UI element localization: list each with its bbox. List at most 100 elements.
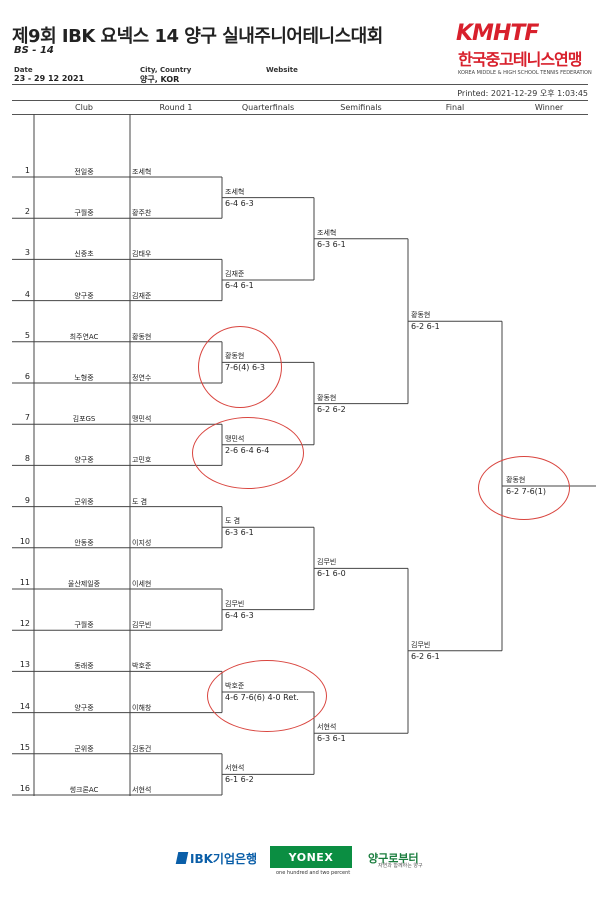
winner-name: 김재준 [225,270,245,278]
player-name: 김재준 [132,291,152,300]
seed-number: 11 [19,578,30,587]
header-divider [12,84,588,85]
player-name: 김동건 [132,744,152,753]
date-label: Date [14,66,33,74]
yanggu-tagline: 자연과 함께하는 양구 [378,863,423,869]
club-name: 양구중 [74,456,94,465]
tournament-title: 제9회 IBK 요넥스 14 양구 실내주니어테니스대회 [12,26,383,47]
match-score: 6-3 6-1 [317,239,346,249]
ibk-logo: IBK기업은행 [175,846,258,870]
logo-korean: 한국중고테니스연맹 [458,50,582,69]
column-header-top-rule [12,100,588,101]
annotation-circle [198,326,282,408]
winner-name: 황동현 [317,393,337,402]
yonex-tagline: one hundred and two percent [276,870,351,876]
logo-english: KOREA MIDDLE & HIGH SCHOOL TENNIS FEDERA… [458,70,592,76]
event-code: BS - 14 [14,45,54,56]
col-quarterfinals: Quarterfinals [241,103,295,112]
player-name: 이지성 [132,538,152,547]
match-score: 6-3 6-1 [317,734,346,744]
date-value: 23 - 29 12 2021 [14,74,85,83]
player-name: 서현석 [132,786,152,794]
col-round1: Round 1 [159,103,193,112]
match-score: 6-2 6-1 [411,651,440,661]
annotation-circle [192,417,304,489]
ibk-mark-icon [175,852,189,864]
club-name: 노형중 [74,374,94,382]
player-name: 이해창 [132,703,152,712]
club-name: 구월중 [74,621,94,630]
match-score: 6-4 6-1 [225,281,254,290]
club-name: 군위중 [74,497,94,506]
seed-number: 2 [24,207,30,217]
match-score: 6-1 6-2 [225,775,254,785]
seed-number: 6 [24,372,30,381]
seed-number: 12 [19,619,30,629]
annotation-circle [478,456,570,520]
match-score: 6-2 6-2 [317,404,346,414]
player-name: 조세혁 [132,168,152,176]
player-name: 맹민석 [132,415,152,424]
seed-number: 8 [24,454,30,464]
player-name: 고민호 [132,456,152,465]
col-final: Final [445,103,465,112]
match-score: 6-3 6-1 [225,528,254,538]
match-score: 6-2 6-1 [411,322,440,332]
column-header-bottom-rule [12,114,588,115]
player-name: 황주찬 [132,209,152,218]
winner-name: 서현석 [317,723,337,732]
match-score: 6-4 6-3 [225,610,254,620]
seed-number: 14 [19,701,30,711]
printed-timestamp: Printed: 2021-12-29 오후 1:03:45 [457,89,588,98]
club-name: 최주연AC [69,332,99,341]
col-club: Club [75,103,93,112]
seed-number: 7 [24,413,30,423]
player-name: 이세현 [132,580,152,588]
city-label: City, Country [140,66,192,74]
club-name: 전일중 [74,168,94,176]
winner-name: 김무빈 [317,558,337,567]
player-name: 박호준 [132,662,152,671]
club-name: 안동중 [74,538,94,547]
club-name: 군위중 [74,744,94,753]
annotation-circle [207,660,327,732]
player-name: 김태우 [132,250,152,259]
seed-number: 5 [24,330,30,340]
yonex-logo: YONEX [270,846,352,868]
winner-name: 조세혁 [225,187,245,196]
seed-number: 10 [19,536,30,546]
seed-number: 9 [24,495,30,505]
club-name: 구월중 [74,209,94,218]
club-name: 동래중 [74,662,94,671]
logo-mark: KMHTF [456,20,539,46]
website-label: Website [266,66,298,74]
club-name: 신중초 [74,250,94,259]
player-name: 도 겸 [132,497,148,506]
seed-number: 15 [19,742,30,752]
player-name: 김무빈 [132,621,152,630]
club-name: 울산제일중 [67,580,101,588]
club-name: 양구중 [74,291,94,300]
yanggu-logo: 양구로부터 [368,852,419,865]
seed-number: 1 [24,166,30,175]
winner-name: 서현석 [225,764,245,773]
winner-name: 도 겸 [225,517,241,526]
winner-name: 조세혁 [317,228,337,237]
club-name: 김포GS [72,415,96,424]
seed-number: 4 [24,289,30,299]
seed-number: 13 [19,660,30,670]
ibk-logo-text: IBK기업은행 [190,851,258,866]
match-score: 6-4 6-3 [225,198,254,208]
winner-name: 황동현 [411,311,431,320]
city-value: 양구, KOR [140,75,180,84]
seed-number: 16 [19,784,30,793]
player-name: 황동현 [132,332,152,341]
club-name: 양구중 [74,703,94,712]
player-name: 정연수 [132,374,152,382]
winner-name: 김무빈 [411,640,431,649]
match-score: 6-1 6-0 [317,569,346,579]
seed-number: 3 [24,248,30,258]
federation-logo: KMHTF 한국중고테니스연맹 KOREA MIDDLE & HIGH SCHO… [456,20,592,80]
winner-name: 김무빈 [225,599,245,608]
col-winner: Winner [534,103,564,112]
